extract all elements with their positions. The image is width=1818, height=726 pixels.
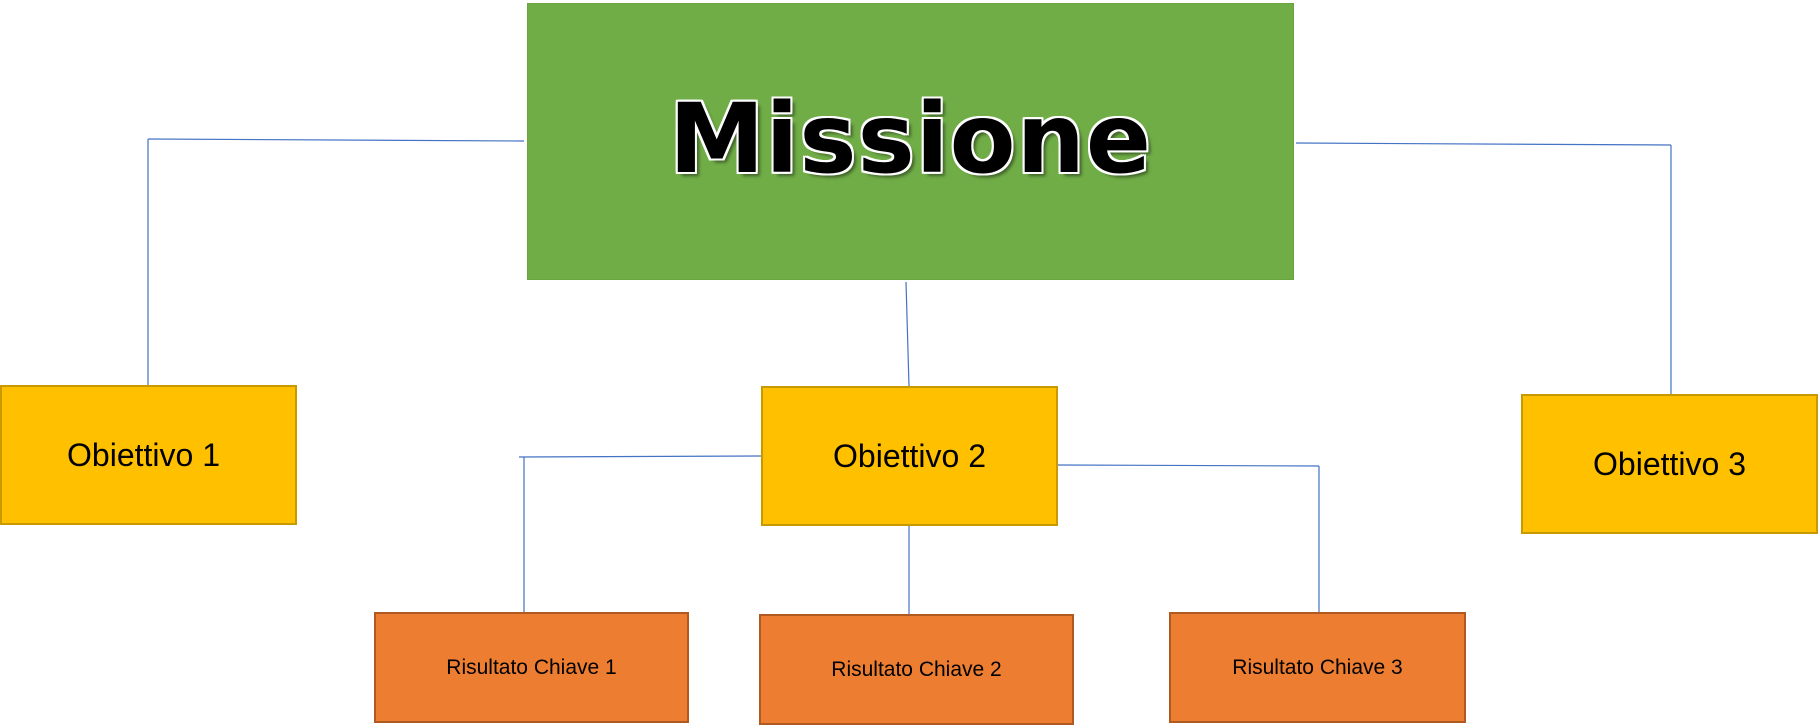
key-result-box-3: Risultato Chiave 3	[1169, 612, 1466, 723]
objective-box-1: Obiettivo 1	[0, 385, 297, 525]
mission-box: Missione	[527, 3, 1294, 280]
objective-label-1: Obiettivo 1	[67, 436, 220, 473]
objective-box-2: Obiettivo 2	[761, 386, 1058, 526]
objective-label-2: Obiettivo 2	[833, 437, 986, 474]
key-result-label-3: Risultato Chiave 3	[1232, 655, 1403, 679]
mission-title: Missione	[668, 82, 1153, 195]
key-result-label-2: Risultato Chiave 2	[831, 657, 1002, 681]
key-result-label-1: Risultato Chiave 1	[446, 655, 617, 679]
connector-mission-obj2	[905, 281, 910, 387]
objective-box-3: Obiettivo 3	[1521, 394, 1818, 534]
objective-label-3: Obiettivo 3	[1593, 445, 1746, 482]
connector-mission-obj3-horizontal	[1295, 142, 1672, 146]
connector-obj2-kr3-horizontal	[1057, 464, 1320, 467]
connector-mission-obj1-horizontal	[147, 138, 525, 142]
key-result-box-2: Risultato Chiave 2	[759, 614, 1074, 725]
connector-obj2-kr1-horizontal	[518, 455, 762, 458]
key-result-box-1: Risultato Chiave 1	[374, 612, 689, 723]
